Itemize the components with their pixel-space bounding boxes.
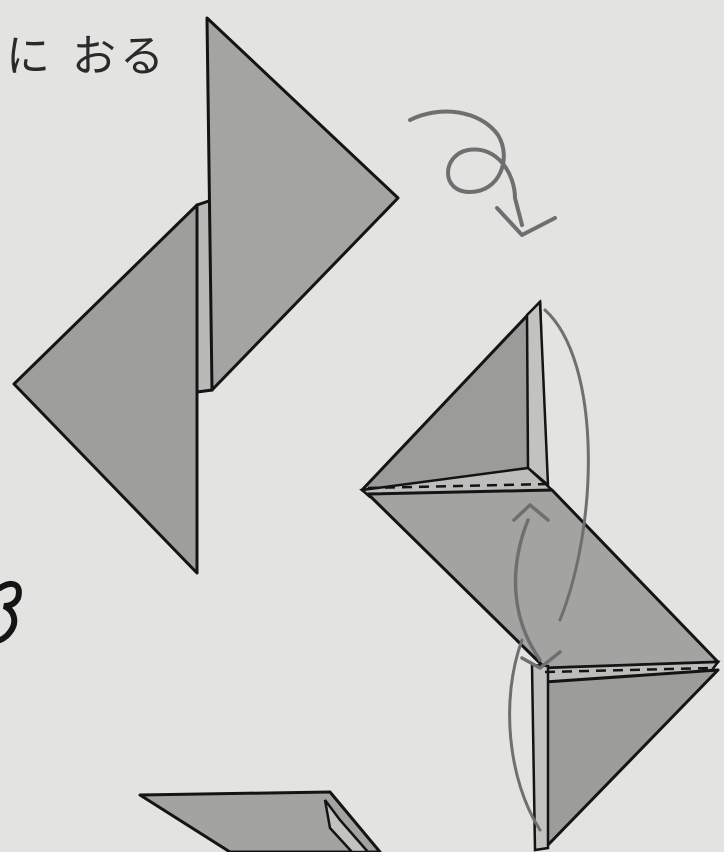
top-left-flap <box>362 302 545 490</box>
step-opened-box <box>362 302 718 850</box>
partial-character-glyph <box>0 584 19 640</box>
triangle-front-right <box>207 18 398 390</box>
curly-arrow-icon <box>410 112 555 235</box>
step-next-partial <box>140 792 380 852</box>
top-inner-strip <box>527 302 548 485</box>
triangle-back-left <box>14 205 197 573</box>
step-two-triangles <box>14 18 398 573</box>
bottom-right-flap <box>545 670 718 848</box>
